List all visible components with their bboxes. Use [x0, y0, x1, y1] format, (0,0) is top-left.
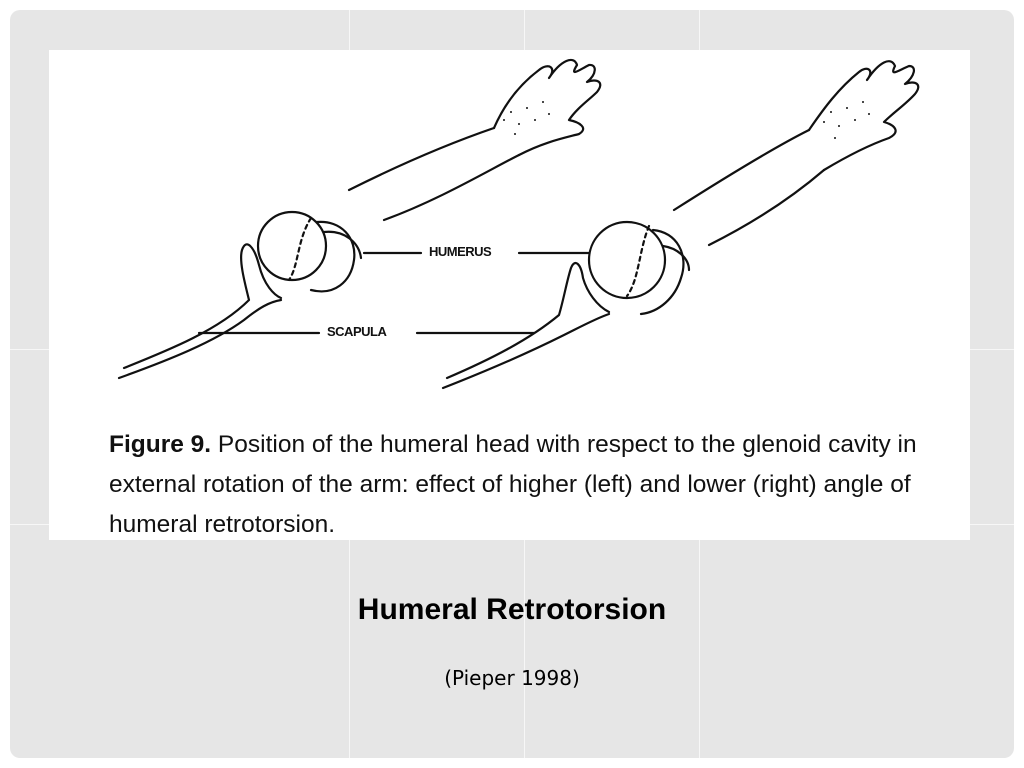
left-humeral-tuberosity [309, 220, 356, 293]
scapula-label: SCAPULA [327, 324, 387, 339]
slide: HUMERUS SCAPULA Figure 9. Position of th… [10, 10, 1014, 758]
right-dashed-line [625, 224, 651, 298]
figure-caption: Figure 9. Position of the humeral head w… [109, 425, 929, 545]
left-scapula-outline [117, 298, 283, 380]
left-hand-outline [492, 58, 602, 157]
right-scapula-outline [445, 261, 611, 380]
figure-number: Figure 9. [109, 431, 212, 458]
left-humeral-head [256, 210, 328, 282]
left-dashed-line [287, 216, 313, 282]
left-scapula-outline [122, 243, 283, 370]
right-humeral-tuberosity [639, 228, 685, 316]
slide-subtitle: (Pieper 1998) [444, 666, 580, 690]
figure-caption-text: Position of the humeral head with respec… [109, 431, 917, 538]
humerus-label: HUMERUS [429, 244, 492, 259]
shoulder-diagram [117, 58, 920, 390]
right-humeral-head [587, 220, 667, 300]
left-arm-outline [347, 126, 496, 192]
figure-panel: HUMERUS SCAPULA Figure 9. Position of th… [49, 50, 970, 540]
right-scapula-outline [441, 312, 611, 390]
left-arm-outline [382, 153, 521, 222]
right-arm-outline [672, 128, 811, 212]
right-hand-outline [807, 60, 920, 172]
right-arm-outline [707, 168, 826, 247]
slide-title: Humeral Retrotorsion [357, 593, 667, 626]
